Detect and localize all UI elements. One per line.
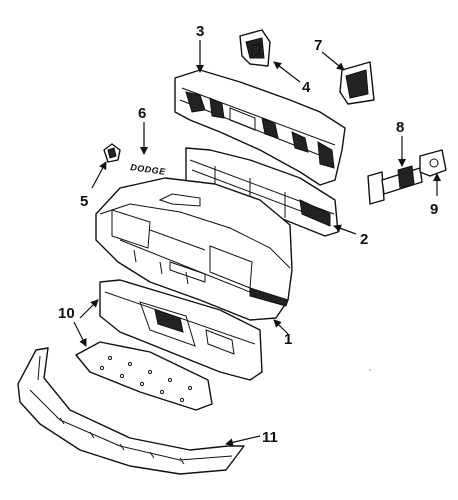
energy-absorber-part	[367, 165, 423, 205]
callout-labels: 3 4 7 6 5 8 9 2 1 10 11	[58, 23, 438, 446]
front-fascia-part	[95, 177, 293, 321]
callout-11: 11	[262, 429, 278, 446]
radiator-support-part	[174, 69, 346, 186]
leader-11	[225, 435, 261, 447]
air-dam-part	[75, 341, 213, 411]
callout-7: 7	[314, 37, 322, 54]
leader-2	[333, 224, 357, 235]
emblem-retainer-part	[103, 143, 121, 163]
leader-7	[321, 51, 345, 71]
leader-5	[91, 161, 107, 189]
callout-5: 5	[80, 193, 88, 210]
callout-10: 10	[58, 305, 75, 322]
side-bracket-part	[339, 61, 375, 105]
callout-1: 1	[284, 331, 292, 348]
callout-6: 6	[138, 105, 146, 122]
callout-3: 3	[196, 23, 204, 40]
absorber-cap-part	[419, 149, 447, 177]
callout-8: 8	[396, 119, 404, 136]
callout-2: 2	[360, 231, 368, 248]
leader-10b	[73, 321, 87, 347]
lower-valance-part	[99, 279, 263, 381]
dodge-emblem-part: DODGE	[130, 162, 167, 177]
upper-bracket-part	[239, 29, 271, 67]
leader-10a	[79, 299, 99, 319]
speck	[369, 369, 371, 371]
callout-9: 9	[430, 201, 438, 218]
leader-lines	[73, 40, 441, 447]
callout-4: 4	[302, 79, 311, 96]
leader-4	[273, 61, 301, 83]
leader-1	[273, 319, 289, 335]
emblem-text: DODGE	[130, 162, 167, 177]
lower-spoiler-part	[17, 347, 245, 475]
